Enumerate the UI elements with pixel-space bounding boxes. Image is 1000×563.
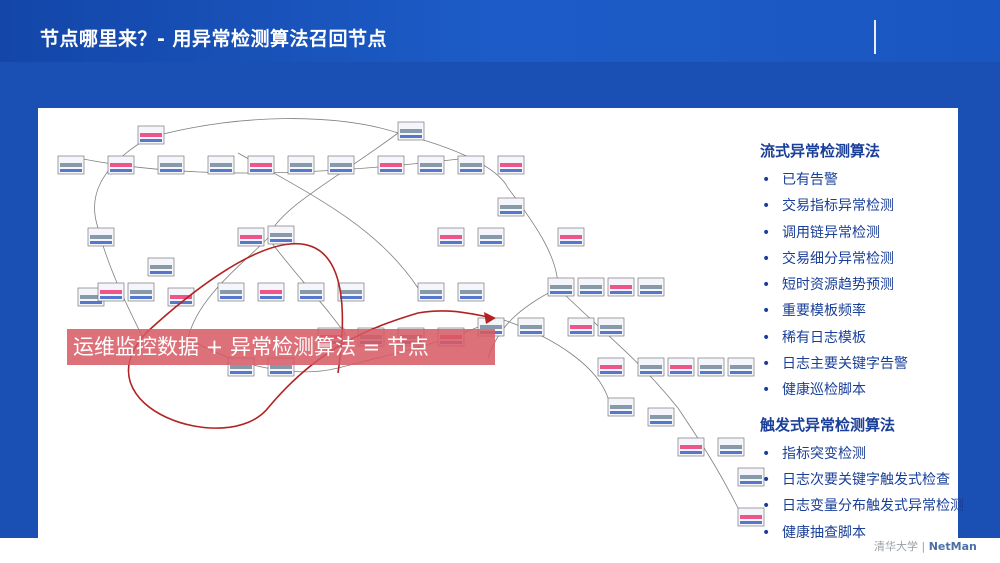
graph-node xyxy=(247,155,275,175)
graph-node xyxy=(397,121,425,141)
slide-header: 节点哪里来？- 用异常检测算法召回节点 xyxy=(0,0,1000,62)
graph-node xyxy=(457,282,485,302)
graph-edges xyxy=(77,118,739,509)
graph-node xyxy=(607,397,635,417)
list-item: 指标突变检测 xyxy=(760,441,990,468)
graph-node xyxy=(297,282,325,302)
trigger-list: 指标突变检测 日志次要关键字触发式检查 日志变量分布触发式异常检测 健康抽查脚本 xyxy=(760,441,990,546)
graph-node xyxy=(57,155,85,175)
graph-node xyxy=(647,407,675,427)
graph-node xyxy=(287,155,315,175)
graph-node xyxy=(257,282,285,302)
graph-node xyxy=(437,227,465,247)
list-item: 调用链异常检测 xyxy=(760,220,990,247)
graph-nodes xyxy=(57,121,765,527)
graph-node xyxy=(97,282,125,302)
annotation-arrowhead xyxy=(484,312,496,324)
graph-node xyxy=(327,155,355,175)
graph-node xyxy=(337,282,365,302)
list-item: 日志变量分布触发式异常检测 xyxy=(760,493,990,520)
list-item: 短时资源趋势预测 xyxy=(760,272,990,299)
slide-title: 节点哪里来？- 用异常检测算法召回节点 xyxy=(40,28,388,50)
graph-node xyxy=(547,277,575,297)
list-item: 重要模板频率 xyxy=(760,298,990,325)
graph-node xyxy=(417,282,445,302)
slide-content: 流式异常检测算法 已有告警 交易指标异常检测 调用链异常检测 交易细分异常检测 … xyxy=(38,108,964,546)
graph-node xyxy=(597,317,625,337)
graph-node xyxy=(267,225,295,245)
graph-node xyxy=(87,227,115,247)
graph-node xyxy=(77,287,105,307)
graph-node xyxy=(517,317,545,337)
graph-node xyxy=(727,357,755,377)
graph-node xyxy=(717,437,745,457)
graph-node xyxy=(147,257,175,277)
org-name: 清华大学 xyxy=(874,540,918,553)
graph-node xyxy=(497,197,525,217)
algorithm-panel: 流式异常检测算法 已有告警 交易指标异常检测 调用链异常检测 交易细分异常检测 … xyxy=(760,140,990,560)
graph-node xyxy=(217,282,245,302)
graph-node xyxy=(417,155,445,175)
list-item: 日志主要关键字告警 xyxy=(760,351,990,378)
graph-node xyxy=(677,437,705,457)
graph-node xyxy=(497,155,525,175)
graph-node xyxy=(557,227,585,247)
annotation-arrow xyxy=(127,243,494,429)
streaming-heading: 流式异常检测算法 xyxy=(760,142,881,160)
formula-banner: 运维监控数据 + 异常检测算法 = 节点 xyxy=(67,329,495,365)
graph-node xyxy=(637,277,665,297)
header-divider xyxy=(874,20,876,54)
graph-node xyxy=(477,227,505,247)
brand-name: NetMan xyxy=(928,540,977,553)
graph-node xyxy=(567,317,595,337)
list-item: 稀有日志模板 xyxy=(760,325,990,352)
graph-node xyxy=(377,155,405,175)
streaming-list: 已有告警 交易指标异常检测 调用链异常检测 交易细分异常检测 短时资源趋势预测 … xyxy=(760,167,990,404)
list-item: 交易指标异常检测 xyxy=(760,193,990,220)
graph-node xyxy=(577,277,605,297)
list-item: 交易细分异常检测 xyxy=(760,246,990,273)
graph-node xyxy=(237,227,265,247)
graph-node xyxy=(127,282,155,302)
dependency-graph xyxy=(57,118,765,527)
trigger-heading: 触发式异常检测算法 xyxy=(760,415,896,434)
graph-node xyxy=(667,357,695,377)
list-item: 日志次要关键字触发式检查 xyxy=(760,467,990,494)
graph-node xyxy=(157,155,185,175)
graph-node xyxy=(697,357,725,377)
footer-logo: 清华大学 | NetMan xyxy=(874,540,977,553)
list-item: 已有告警 xyxy=(760,167,990,194)
list-item: 健康巡检脚本 xyxy=(760,377,990,404)
graph-node xyxy=(597,357,625,377)
graph-node xyxy=(207,155,235,175)
list-item: 健康抽查脚本 xyxy=(760,520,990,547)
graph-node xyxy=(607,277,635,297)
graph-node xyxy=(137,125,165,145)
graph-node xyxy=(107,155,135,175)
graph-node xyxy=(637,357,665,377)
graph-node xyxy=(457,155,485,175)
